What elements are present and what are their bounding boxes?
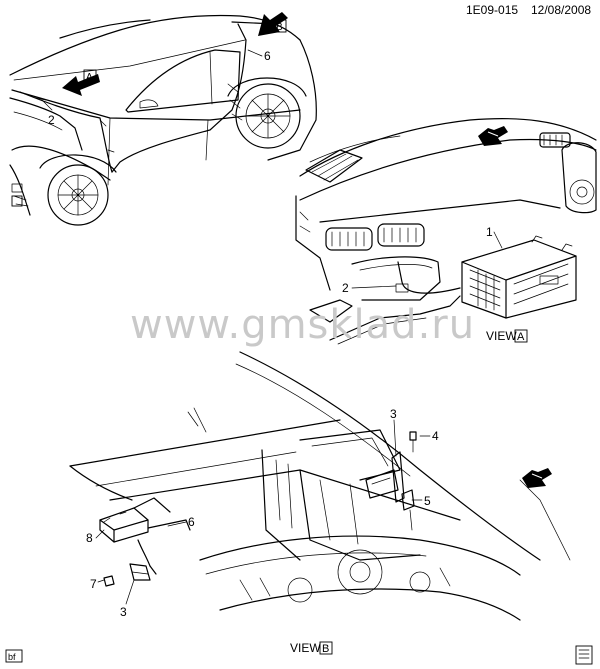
view-b-arrow: B — [258, 12, 288, 36]
view-b-prefix: VIEW — [290, 641, 321, 655]
callout-car-2: 2 — [48, 113, 55, 127]
marker-icon — [11, 195, 23, 207]
view-a-prefix: VIEW — [486, 329, 517, 343]
callout-dash-2: 2 — [342, 281, 349, 295]
callout-trunk-6: 6 — [188, 515, 195, 529]
vehicle-illustration — [9, 14, 317, 226]
forward-arrow-icon — [478, 126, 508, 146]
callout-trunk-4: 4 — [432, 429, 439, 443]
callout-trunk-3b: 3 — [120, 605, 127, 619]
trunk-callouts: 3 4 5 6 8 7 3 — [86, 407, 439, 619]
callout-trunk-7: 7 — [90, 577, 97, 591]
corner-tag: bf — [5, 649, 23, 663]
view-a-arrow: A — [62, 69, 100, 96]
view-b-label: VIEW B — [290, 641, 333, 655]
corner-tag-text: bf — [8, 652, 16, 662]
view-a-arrow-label: A — [86, 72, 93, 83]
callout-dash-1: 1 — [486, 225, 493, 239]
callout-trunk-5: 5 — [424, 494, 431, 508]
callout-trunk-8: 8 — [86, 531, 93, 545]
doc-date: 12/08/2008 — [531, 3, 591, 17]
view-b-arrow-label: B — [276, 22, 283, 33]
trunk-illustration — [69, 351, 571, 621]
document-icon — [575, 645, 593, 665]
callout-car-6: 6 — [264, 49, 271, 63]
view-a-label: VIEW A — [486, 329, 528, 343]
view-b-letter: B — [322, 643, 329, 655]
forward-arrow-icon-2 — [522, 468, 552, 488]
view-a-letter: A — [517, 331, 525, 343]
callout-trunk-3a: 3 — [390, 407, 397, 421]
dash-callouts: 1 2 — [342, 225, 503, 295]
doc-id: 1E09-015 — [466, 3, 518, 17]
watermark: www.gmsklad.ru — [130, 302, 475, 348]
car-callouts: 2 6 — [41, 49, 271, 127]
